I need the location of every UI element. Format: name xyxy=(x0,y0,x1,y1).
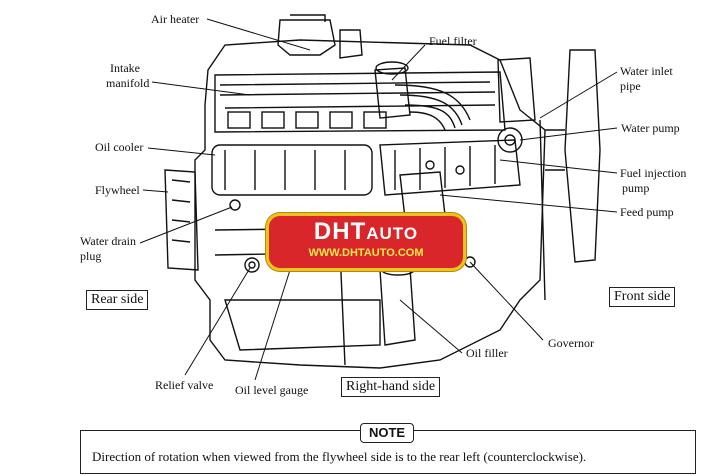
leader-relief-valve xyxy=(184,267,251,376)
note-text: Direction of rotation when viewed from t… xyxy=(92,449,587,464)
leader-fuel-filter xyxy=(391,44,426,81)
label-intake-manifold-line2: manifold xyxy=(106,76,150,90)
leader-air-heater xyxy=(206,18,311,51)
watermark-url: WWW.DHTAUTO.COM xyxy=(308,247,424,259)
air-heater xyxy=(277,19,336,56)
watermark-brand: DHTAUTO xyxy=(313,218,419,245)
leader-water-pump xyxy=(519,127,618,141)
feed-pump xyxy=(399,171,446,219)
label-air-heater: Air heater xyxy=(151,12,200,26)
oil-pan xyxy=(224,299,381,351)
leader-intake-manifold xyxy=(151,81,251,96)
fuel-filter xyxy=(374,67,411,119)
label-feed-pump: Feed pump xyxy=(620,205,674,219)
note-tag: NOTE xyxy=(360,423,414,443)
leader-oil-filler xyxy=(399,299,463,354)
leader-fuel-injection-pump xyxy=(499,159,618,174)
oil-cooler-body xyxy=(211,144,373,196)
leader-flywheel xyxy=(142,189,169,193)
label-water-inlet-pipe-line1: Water inlet xyxy=(620,64,673,78)
flywheel-housing xyxy=(164,169,199,271)
label-water-inlet-pipe-line2: pipe xyxy=(620,79,641,93)
label-oil-filler: Oil filler xyxy=(466,346,508,360)
leader-oil-cooler xyxy=(147,147,216,156)
label-oil-level-gauge: Oil level gauge xyxy=(235,383,309,397)
leader-oil-level-gauge xyxy=(254,269,291,381)
label-flywheel: Flywheel xyxy=(95,183,140,197)
label-intake-manifold-line1: Intake xyxy=(110,61,140,75)
label-water-pump: Water pump xyxy=(621,121,680,135)
label-water-drain-plug-line2: plug xyxy=(80,249,102,263)
leader-water-drain-plug xyxy=(139,206,233,244)
oil-filler xyxy=(379,267,416,346)
label-water-drain-plug-line1: Water drain xyxy=(80,234,137,248)
fan xyxy=(564,49,601,263)
label-front-side: Front side xyxy=(609,287,676,307)
label-fuel-filter: Fuel filter xyxy=(429,34,477,48)
engine-block-outline xyxy=(194,39,546,369)
dhtauto-watermark: DHTAUTO WWW.DHTAUTO.COM xyxy=(266,213,466,271)
label-oil-cooler: Oil cooler xyxy=(95,140,144,154)
leader-water-inlet-pipe xyxy=(539,71,618,119)
label-governor: Governor xyxy=(548,336,594,350)
label-relief-valve: Relief valve xyxy=(155,378,214,392)
leader-feed-pump xyxy=(439,194,618,213)
fuel-injection-pump xyxy=(379,139,521,196)
label-fuel-injection-pump-line1: Fuel injection xyxy=(620,166,687,180)
label-fuel-injection-pump-line2: pump xyxy=(622,181,650,195)
leader-governor xyxy=(469,261,544,341)
label-right-hand-side: Right-hand side xyxy=(341,377,441,397)
label-rear-side: Rear side xyxy=(86,290,149,310)
